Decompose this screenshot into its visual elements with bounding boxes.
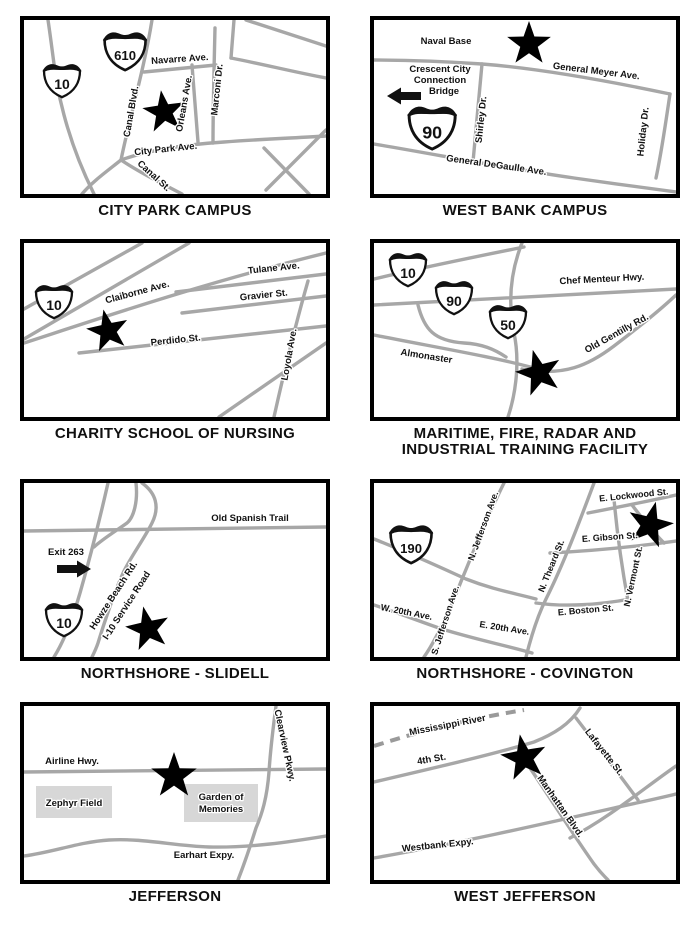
road-label-lafayette: Lafayette St. bbox=[582, 727, 625, 778]
road-label-claiborne: Claiborne Ave. bbox=[104, 279, 170, 307]
road-label-earhart: Earhart Expy. bbox=[174, 850, 235, 861]
road-label-general-degaulle: General DeGaulle Ave. bbox=[445, 153, 547, 178]
covington-map: 190 N. Jefferson Ave. E. Lockwood St. E.… bbox=[374, 482, 676, 657]
svg-text:10: 10 bbox=[400, 265, 416, 281]
interstate-610-shield: 610 bbox=[101, 31, 149, 72]
map-title-charity-school: CHARITY SCHOOL OF NURSING bbox=[54, 425, 296, 443]
bridge-label-line3: Bridge bbox=[429, 86, 459, 97]
map-cell-covington: 190 N. Jefferson Ave. E. Lockwood St. E.… bbox=[370, 478, 680, 682]
map-title-northshore-covington: NORTHSHORE - COVINGTON bbox=[416, 664, 634, 682]
map-title-city-park-campus: CITY PARK CAMPUS bbox=[98, 202, 252, 219]
us-90-shield: 90 bbox=[433, 280, 475, 316]
svg-text:190: 190 bbox=[400, 541, 422, 556]
road-label-city-park-ave: City Park Ave. bbox=[134, 141, 198, 159]
city-park-map: 610 10 Navarre Ave. Canal Blvd. Orleans … bbox=[41, 20, 326, 194]
roads bbox=[374, 482, 676, 657]
road-label-marconi: Marconi Dr. bbox=[209, 63, 225, 116]
map-cell-west-jefferson: Mississippi River 4th St. Lafayette St. … bbox=[370, 701, 680, 905]
road-label-old-spanish-trail: Old Spanish Trail bbox=[211, 513, 289, 524]
road-label-holiday: Holiday Dr. bbox=[635, 106, 651, 157]
road-label-s-jefferson: S. Jefferson Ave. bbox=[429, 584, 461, 656]
bridge-label-line2: Connection bbox=[414, 75, 466, 86]
place-label-naval-base: Naval Base bbox=[421, 36, 472, 47]
road-label-loyola: Loyola Ave. bbox=[280, 328, 300, 382]
map-cell-city-park: 610 10 Navarre Ave. Canal Blvd. Orleans … bbox=[20, 16, 330, 219]
interstate-10-shield: 10 bbox=[33, 284, 75, 320]
zephyr-field-area bbox=[36, 785, 112, 818]
map-title-jefferson: JEFFERSON bbox=[128, 887, 222, 905]
left-arrow-icon bbox=[387, 87, 421, 105]
svg-text:90: 90 bbox=[446, 293, 462, 309]
bridge-label-line1: Crescent City bbox=[409, 64, 471, 75]
roads bbox=[46, 20, 326, 194]
us-90-shield: 90 bbox=[405, 105, 459, 151]
interstate-10-shield: 10 bbox=[387, 252, 429, 288]
map-cell-maritime: 10 90 50 Chef Menteur Hwy. Almonaster Ol… bbox=[370, 239, 680, 458]
map-panel-jefferson: Airline Hwy. Zephyr Field Garden of Memo… bbox=[20, 701, 330, 884]
charity-map: 10 Tulane Ave. Claiborne Ave. Gravier St… bbox=[24, 243, 326, 418]
road-label-perdido: Perdido St. bbox=[150, 333, 201, 349]
road-label-w-20th: W. 20th Ave. bbox=[380, 602, 433, 622]
place-label-garden-line2: Memories bbox=[199, 804, 243, 815]
svg-text:10: 10 bbox=[56, 615, 72, 631]
map-title-maritime-facility: MARITIME, FIRE, RADAR AND INDUSTRIAL TRA… bbox=[401, 425, 649, 459]
route-50-shield: 50 bbox=[487, 304, 529, 340]
river-label-mississippi: Mississippi River bbox=[408, 712, 487, 738]
roads bbox=[374, 58, 676, 194]
road-label-e-lockwood: E. Lockwood St. bbox=[599, 486, 669, 503]
svg-text:50: 50 bbox=[500, 317, 516, 333]
road-label-manhattan: Manhattan Blvd. bbox=[534, 773, 585, 839]
interstate-10-shield: 10 bbox=[41, 62, 83, 99]
us-190-shield: 190 bbox=[387, 523, 435, 565]
roads bbox=[24, 243, 326, 418]
map-cell-west-bank: 90 Naval Base Crescent City Connection B… bbox=[370, 16, 680, 219]
west-jefferson-map: Mississippi River 4th St. Lafayette St. … bbox=[374, 706, 676, 880]
map-panel-covington: 190 N. Jefferson Ave. E. Lockwood St. E.… bbox=[370, 478, 680, 661]
road-label-e-20th: E. 20th Ave. bbox=[479, 619, 530, 637]
map-cell-slidell: 10 Old Spanish Trail Exit 263 Howze Beac… bbox=[20, 478, 330, 682]
road-label-clearview: Clearview Pkwy. bbox=[271, 708, 297, 782]
road-label-tulane: Tulane Ave. bbox=[247, 261, 300, 277]
maritime-map: 10 90 50 Chef Menteur Hwy. Almonaster Ol… bbox=[374, 243, 676, 418]
map-panel-slidell: 10 Old Spanish Trail Exit 263 Howze Beac… bbox=[20, 478, 330, 661]
road-label-old-gentilly: Old Gentilly Rd. bbox=[583, 312, 651, 356]
road-label-n-jefferson: N. Jefferson Ave. bbox=[466, 490, 500, 562]
jefferson-map: Airline Hwy. Zephyr Field Garden of Memo… bbox=[24, 705, 326, 880]
maps-grid: 610 10 Navarre Ave. Canal Blvd. Orleans … bbox=[20, 16, 680, 905]
svg-text:10: 10 bbox=[54, 76, 70, 92]
svg-text:90: 90 bbox=[422, 123, 442, 143]
map-panel-city-park: 610 10 Navarre Ave. Canal Blvd. Orleans … bbox=[20, 16, 330, 198]
map-panel-charity: 10 Tulane Ave. Claiborne Ave. Gravier St… bbox=[20, 239, 330, 422]
road-label-e-gibson: E. Gibson St. bbox=[582, 530, 639, 544]
svg-text:10: 10 bbox=[46, 297, 62, 313]
map-title-west-bank-campus: WEST BANK CAMPUS bbox=[442, 202, 608, 219]
road-label-chef-menteur: Chef Menteur Hwy. bbox=[559, 272, 644, 287]
road-label-airline: Airline Hwy. bbox=[45, 756, 99, 767]
place-label-garden-line1: Garden of bbox=[199, 792, 245, 803]
slidell-map: 10 Old Spanish Trail Exit 263 Howze Beac… bbox=[24, 482, 326, 657]
road-label-shirley: Shirley Dr. bbox=[474, 96, 490, 144]
road-label-navarre: Navarre Ave. bbox=[151, 52, 209, 67]
map-title-northshore-slidell: NORTHSHORE - SLIDELL bbox=[80, 664, 270, 682]
road-label-westbank: Westbank Expy. bbox=[401, 836, 474, 854]
map-title-west-jefferson: WEST JEFFERSON bbox=[454, 887, 596, 905]
map-panel-maritime: 10 90 50 Chef Menteur Hwy. Almonaster Ol… bbox=[370, 239, 680, 422]
roads bbox=[374, 243, 676, 418]
exit-263-label: Exit 263 bbox=[48, 547, 84, 558]
west-bank-map: 90 Naval Base Crescent City Connection B… bbox=[374, 21, 676, 194]
map-cell-charity: 10 Tulane Ave. Claiborne Ave. Gravier St… bbox=[20, 239, 330, 458]
map-panel-west-jefferson: Mississippi River 4th St. Lafayette St. … bbox=[370, 701, 680, 884]
place-label-zephyr-field: Zephyr Field bbox=[46, 798, 103, 809]
road-label-canal-st: Canal St. bbox=[135, 158, 173, 193]
interstate-10-shield: 10 bbox=[43, 601, 85, 637]
road-label-canal-blvd: Canal Blvd. bbox=[122, 85, 142, 138]
mississippi-river-line bbox=[374, 707, 525, 748]
map-panel-west-bank: 90 Naval Base Crescent City Connection B… bbox=[370, 16, 680, 198]
svg-text:610: 610 bbox=[114, 48, 136, 63]
roads bbox=[24, 482, 326, 657]
location-star bbox=[82, 305, 133, 353]
garden-of-memories-area bbox=[184, 783, 258, 822]
location-star bbox=[507, 21, 551, 63]
map-cell-jefferson: Airline Hwy. Zephyr Field Garden of Memo… bbox=[20, 701, 330, 905]
